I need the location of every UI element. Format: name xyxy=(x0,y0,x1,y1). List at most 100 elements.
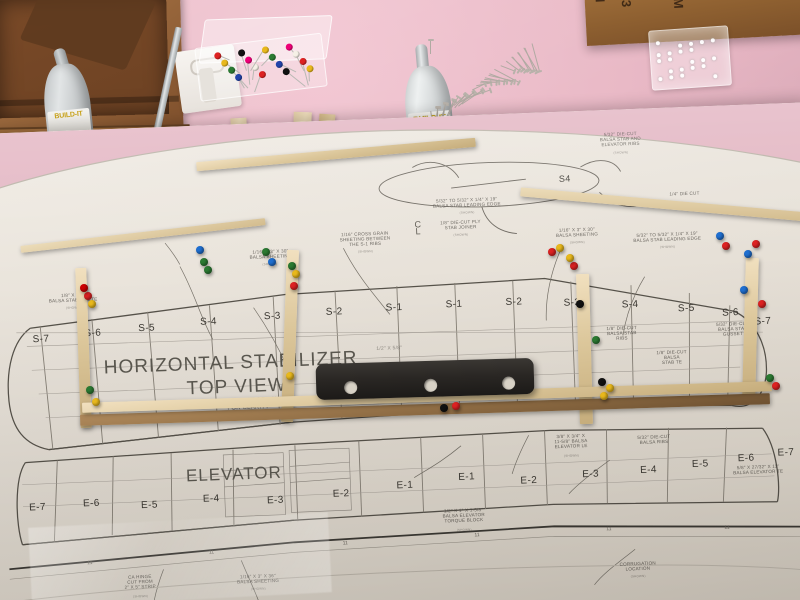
rib-label-s-3-l: S-3 xyxy=(263,310,281,323)
rib-label-e-4-l: E-4 xyxy=(202,493,220,505)
ruler-hole-1 xyxy=(344,380,358,395)
box-text-5: FLA xyxy=(721,0,738,5)
pin-storage-box xyxy=(192,15,333,102)
pin-head xyxy=(268,53,277,62)
pin-sparkle xyxy=(678,49,683,54)
pin-sparkle xyxy=(679,67,684,72)
rib-label-e-7-l: E-7 xyxy=(28,501,47,514)
map-pin xyxy=(80,284,88,292)
straightedge-tool xyxy=(315,357,535,401)
map-pin xyxy=(772,382,780,390)
map-pin xyxy=(740,286,748,294)
pin-head xyxy=(213,51,222,60)
box-text-0: ORI xyxy=(592,0,609,12)
callout-elevator-le: 3/8" X 3/4" X 11-5/8" BALSA ELEVATOR LE xyxy=(554,433,588,450)
map-pin xyxy=(606,384,614,392)
map-pin xyxy=(566,254,574,262)
map-pin xyxy=(92,398,100,406)
rib-label-e-6-l: E-6 xyxy=(82,497,100,510)
map-pin xyxy=(576,300,584,308)
rib-label-e-6-r: E-6 xyxy=(737,452,755,465)
svg-text:11: 11 xyxy=(606,526,612,532)
map-pin xyxy=(290,282,298,290)
building-plan-sheet: 11 11 11 11 11 11 xyxy=(0,102,800,600)
map-pin xyxy=(262,248,270,256)
svg-text:11: 11 xyxy=(87,560,93,566)
box-text-3: 500M xyxy=(669,0,686,10)
pin-bag xyxy=(648,25,732,91)
rib-label-s-5-l: S-5 xyxy=(138,322,156,335)
map-pin xyxy=(716,232,724,240)
map-pin xyxy=(548,248,556,256)
pin-sparkle xyxy=(669,75,674,80)
map-pin xyxy=(292,270,300,278)
rib-label-e-5-l: E-5 xyxy=(140,499,159,512)
map-pin xyxy=(598,378,606,386)
t-pin xyxy=(426,39,435,54)
map-pin xyxy=(570,262,578,270)
pin-head xyxy=(244,56,253,65)
svg-text:11: 11 xyxy=(343,540,349,546)
pin-sparkle xyxy=(710,38,715,43)
pin-head xyxy=(261,46,270,54)
svg-text:11: 11 xyxy=(209,549,215,555)
rib-label-s-6-r: S-6 xyxy=(721,307,740,319)
rib-label-s-1-r: S-1 xyxy=(445,298,463,311)
rib-label-e-1-l: E-1 xyxy=(396,479,414,492)
svg-text:11: 11 xyxy=(724,525,730,531)
ruler-hole-2 xyxy=(424,378,438,393)
map-pin xyxy=(286,372,294,380)
callout-ca-hinge: CA HINGE CUT FROM 2" X 5" STRIP xyxy=(124,573,157,591)
pin-sparkle xyxy=(713,74,718,79)
map-pin xyxy=(592,336,600,344)
map-pin xyxy=(440,404,448,412)
pin-sparkle xyxy=(656,53,661,58)
rib-label-e-1-r: E-1 xyxy=(458,471,476,483)
box-text-2: SM xyxy=(643,0,660,9)
rib-label-s-4-l: S-4 xyxy=(199,316,218,328)
rib-label-e-2-l: E-2 xyxy=(332,488,350,500)
rib-label-e-3-l: E-3 xyxy=(266,494,284,507)
map-pin xyxy=(452,402,460,410)
pin-sparkle xyxy=(655,41,661,46)
pin-head xyxy=(299,57,308,66)
map-pin xyxy=(556,244,564,252)
rib-label-e-7-r: E-7 xyxy=(777,447,795,459)
map-pin xyxy=(196,246,204,254)
rib-label-s-7-l: S-7 xyxy=(32,333,50,346)
pin-sparkle xyxy=(658,76,663,82)
pin-sparkle xyxy=(699,39,705,45)
map-pin xyxy=(86,386,94,394)
box-text-1: 1153 xyxy=(617,0,634,10)
part-id-s4: S4 xyxy=(558,173,571,184)
elevator-title: ELEVATOR xyxy=(185,462,283,486)
map-pin xyxy=(204,266,212,274)
map-pin xyxy=(88,300,96,308)
rib-label-e-4-r: E-4 xyxy=(639,464,658,476)
pin-sparkle xyxy=(667,57,673,62)
map-pin xyxy=(758,300,766,308)
t-pin-pile xyxy=(426,39,550,129)
map-pin xyxy=(766,374,774,382)
pin-sparkle xyxy=(711,56,717,61)
pin-sparkle xyxy=(680,73,685,78)
ruler-hole-3 xyxy=(501,376,516,390)
pin-head xyxy=(292,50,301,59)
box-text-4: RV xyxy=(695,0,712,6)
rib-label-s-2-l: S-2 xyxy=(325,306,343,318)
pin-head xyxy=(237,49,246,57)
rib-label-e-5-r: E-5 xyxy=(691,458,709,470)
pin-sparkle xyxy=(689,47,694,53)
rib-label-s-4-r: S-4 xyxy=(621,298,639,311)
rib-label-e-3-r: E-3 xyxy=(582,468,600,481)
map-pin xyxy=(288,262,296,270)
map-pin xyxy=(722,242,730,250)
pin-head xyxy=(258,70,267,79)
pin-sparkle xyxy=(667,51,672,56)
rib-label-e-2-r: E-2 xyxy=(520,474,538,487)
svg-text:11: 11 xyxy=(474,532,480,538)
rib-label-s-1-l: S-1 xyxy=(385,301,403,314)
pin-head xyxy=(275,60,284,69)
pin-sparkle xyxy=(690,65,695,70)
